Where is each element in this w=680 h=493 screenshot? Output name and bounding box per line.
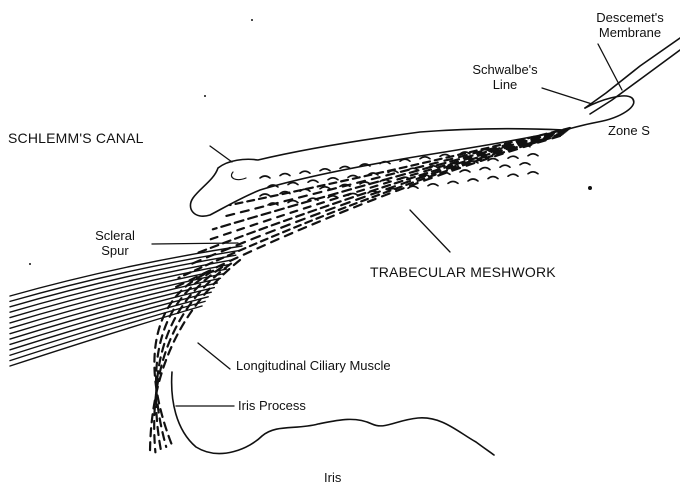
meshwork-cell (488, 177, 498, 179)
schlemms-canal-inner (231, 172, 246, 180)
label-scleral-spur: Scleral Spur (80, 228, 150, 258)
meshwork-cell (260, 176, 270, 178)
label-descemets-membrane: Descemet's Membrane (585, 10, 675, 40)
meshwork-cell (300, 171, 310, 173)
muscle-fiber (10, 264, 230, 317)
meshwork-cell (348, 175, 358, 177)
label-scleral-spur-line-2: Spur (80, 243, 150, 258)
label-trabecular-meshwork: TRABECULAR MESHWORK (370, 265, 556, 280)
meshwork-cell (348, 193, 358, 195)
label-schlemms-canal: SCHLEMM'S CANAL (8, 131, 144, 146)
label-schwalbes-line-1: Schwalbe's (455, 62, 555, 77)
meshwork-cell (368, 173, 378, 175)
meshwork-cell (428, 166, 438, 168)
meshwork-cell (320, 169, 330, 171)
meshwork-cell (488, 159, 498, 161)
meshwork-cell (328, 196, 338, 198)
meshwork-cell (320, 187, 330, 189)
muscle-fiber (10, 288, 214, 345)
label-zone-s: Zone S (608, 123, 650, 138)
meshwork-cell (520, 163, 530, 165)
meshwork-cell (308, 198, 318, 200)
meshwork-cell (408, 168, 418, 170)
meshwork-cell (328, 178, 338, 180)
label-longitudinal-ciliary-muscle: Longitudinal Ciliary Muscle (236, 358, 391, 373)
meshwork-cell (528, 172, 538, 174)
meshwork-cell (340, 166, 350, 168)
meshwork-strand (221, 129, 568, 217)
meshwork-strand (179, 135, 562, 278)
ciliary-muscle-fibers (10, 246, 242, 366)
label-iris: Iris (324, 470, 341, 485)
meshwork-cell (388, 189, 398, 191)
label-schwalbes-line-2: Line (455, 77, 555, 92)
meshwork-cell (448, 181, 458, 183)
descemets-membrane-lines (585, 38, 680, 114)
label-descemets-line-2: Membrane (585, 25, 675, 40)
meshwork-cell (500, 165, 510, 167)
meshwork-cell (440, 154, 450, 156)
label-scleral-spur-line-1: Scleral (80, 228, 150, 243)
meshwork-cell (260, 194, 270, 196)
meshwork-cell (288, 201, 298, 203)
meshwork-cell (528, 154, 538, 156)
meshwork-cell (388, 171, 398, 173)
meshwork-cell (400, 177, 410, 179)
meshwork-cell (288, 183, 298, 185)
meshwork-cell (400, 159, 410, 161)
label-descemets-line-1: Descemet's (585, 10, 675, 25)
leader-lines (152, 44, 622, 406)
meshwork-cell (360, 182, 370, 184)
meshwork-cell (408, 186, 418, 188)
meshwork-strand (213, 130, 567, 229)
label-iris-process: Iris Process (238, 398, 306, 413)
iris-outline (172, 372, 494, 455)
meshwork-cell (468, 179, 478, 181)
meshwork-cell (300, 189, 310, 191)
meshwork-cell (428, 184, 438, 186)
muscle-fiber (10, 292, 211, 350)
label-schwalbes-line: Schwalbe's Line (455, 62, 555, 92)
meshwork-cell (420, 157, 430, 159)
meshwork-cell (508, 156, 518, 158)
meshwork-cell (480, 168, 490, 170)
meshwork-cell (508, 174, 518, 176)
iris-process-dashes (150, 260, 240, 455)
meshwork-cell (308, 180, 318, 182)
meshwork-cell (460, 170, 470, 172)
meshwork-cell (280, 174, 290, 176)
